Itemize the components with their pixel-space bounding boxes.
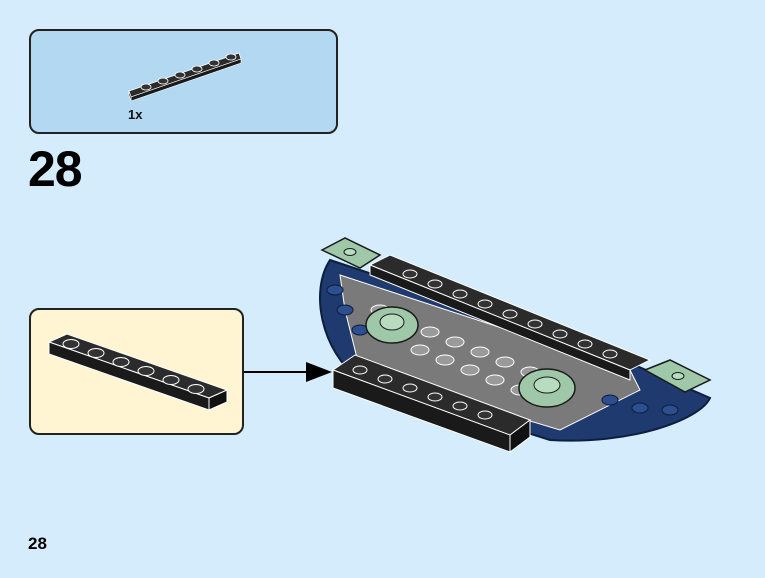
parts-list-box: 1x	[29, 29, 338, 134]
part-quantity: 1x	[128, 107, 143, 122]
plate-1x6-icon	[128, 52, 242, 102]
model-assembly-illustration	[319, 237, 712, 453]
step-number: 28	[28, 141, 83, 197]
callout-box	[29, 308, 244, 435]
arrow-right-icon	[244, 362, 332, 382]
page-number: 28	[28, 534, 47, 553]
plate-1x6-callout-icon	[47, 333, 229, 411]
